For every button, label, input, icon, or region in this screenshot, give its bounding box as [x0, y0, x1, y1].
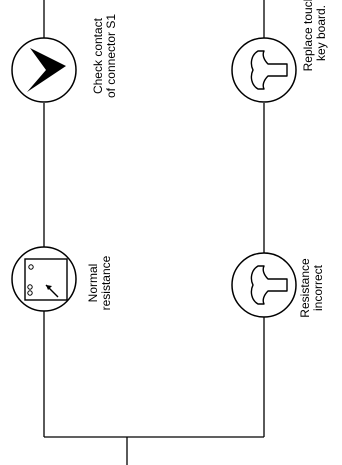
multimeter-icon	[11, 246, 77, 312]
label-line: key board.	[314, 4, 328, 62]
step-label-normal-resistance: Normal resistance	[86, 243, 115, 323]
label-line: incorrect	[311, 265, 325, 312]
step-label-replace-touch-keyboard: Replace touch key board.	[301, 0, 330, 83]
checkmark-icon	[11, 37, 77, 103]
label-line: of connector S1	[104, 13, 118, 99]
connector-lines	[43, 0, 265, 465]
step-label-resistance-incorrect: Resistance incorrect	[298, 248, 327, 328]
wrench-icon	[231, 37, 297, 103]
step-label-check-contact: Check contact of connector S1	[91, 1, 120, 111]
label-line: resistance	[99, 255, 113, 311]
wrench-icon	[231, 252, 297, 318]
